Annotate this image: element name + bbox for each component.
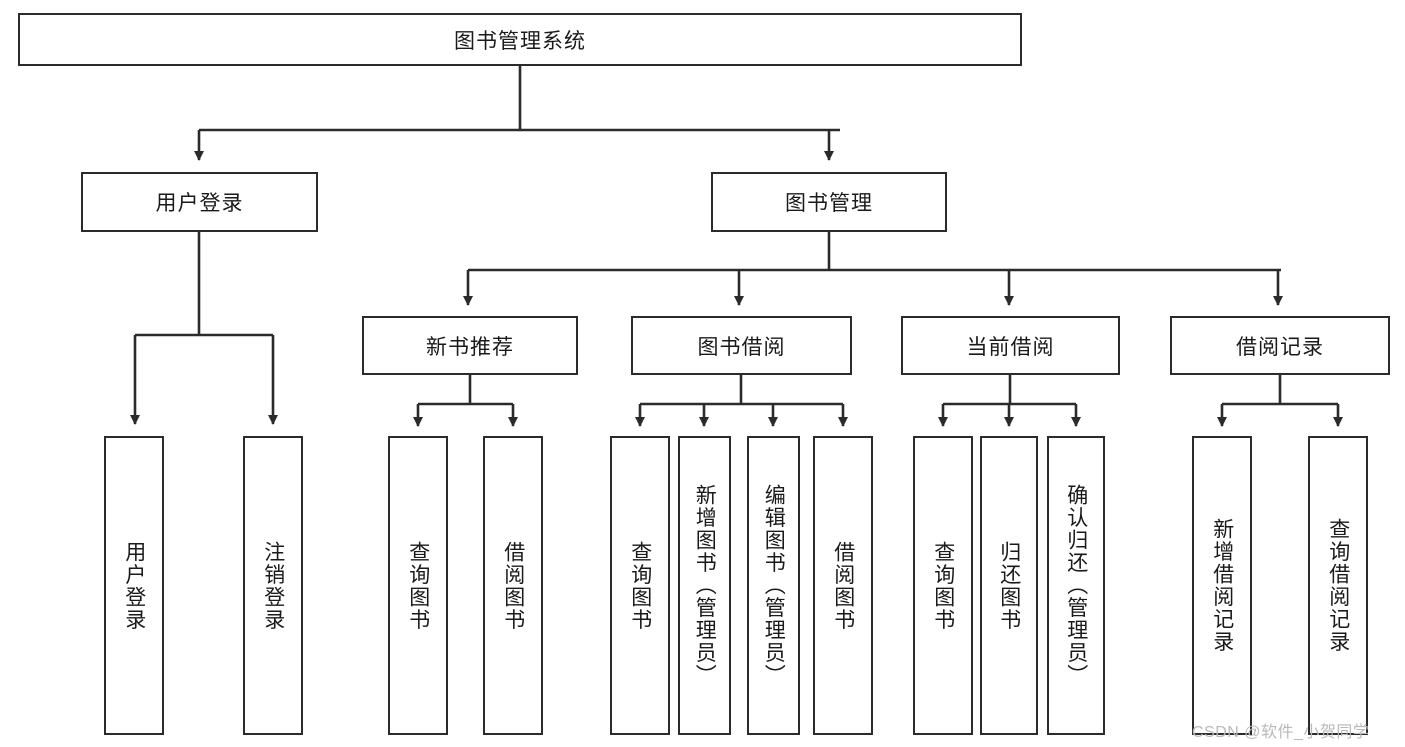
node-user-login[interactable]: 用户登录	[81, 172, 318, 232]
node-borrow-records[interactable]: 借阅记录	[1170, 316, 1390, 375]
leaf-return-book[interactable]: 归还图书	[980, 436, 1038, 735]
leaf-confirm-return-admin-label: 确认归还（管理员）	[1064, 484, 1088, 687]
leaf-query-borrow-record-label: 查询借阅记录	[1326, 518, 1350, 653]
node-root-label: 图书管理系统	[454, 29, 586, 53]
edge-group-current-borrow	[938, 375, 1081, 427]
node-book-management[interactable]: 图书管理	[711, 172, 947, 232]
leaf-logout-label: 注销登录	[261, 540, 285, 631]
leaf-user-login-label: 用户登录	[122, 540, 146, 631]
leaf-return-book-label: 归还图书	[997, 540, 1021, 631]
leaf-add-book-admin-label: 新增图书（管理员）	[693, 484, 717, 687]
edge-group-root	[194, 66, 840, 161]
leaf-query-book-current-label: 查询图书	[931, 540, 955, 631]
edge-group-new-book	[413, 375, 518, 427]
leaf-logout[interactable]: 注销登录	[243, 436, 303, 735]
edge-group-borrow	[635, 375, 848, 427]
leaf-confirm-return-admin[interactable]: 确认归还（管理员）	[1047, 436, 1105, 735]
leaf-borrow-book-label: 借阅图书	[831, 540, 855, 631]
leaf-edit-book-admin-label: 编辑图书（管理员）	[762, 484, 786, 687]
leaf-borrow-book-recommend-label: 借阅图书	[501, 540, 525, 631]
node-new-book-recommend-label: 新书推荐	[426, 335, 514, 359]
edge-group-records	[1217, 375, 1343, 427]
leaf-query-book-borrow-label: 查询图书	[628, 540, 652, 631]
node-user-login-label: 用户登录	[155, 192, 244, 215]
leaf-query-book-recommend[interactable]: 查询图书	[388, 436, 448, 735]
leaf-borrow-book-recommend[interactable]: 借阅图书	[483, 436, 543, 735]
node-current-borrow[interactable]: 当前借阅	[901, 316, 1120, 375]
node-book-borrow-label: 图书借阅	[697, 335, 786, 359]
node-new-book-recommend[interactable]: 新书推荐	[362, 316, 578, 375]
leaf-add-borrow-record-label: 新增借阅记录	[1210, 518, 1234, 653]
csdn-watermark: CSDN @软件_小贺同学	[1192, 724, 1370, 741]
node-current-borrow-label: 当前借阅	[966, 335, 1055, 359]
leaf-borrow-book[interactable]: 借阅图书	[813, 436, 873, 735]
leaf-query-book-current[interactable]: 查询图书	[913, 436, 973, 735]
node-root[interactable]: 图书管理系统	[18, 13, 1022, 66]
leaf-query-borrow-record[interactable]: 查询借阅记录	[1308, 436, 1368, 735]
edge-group-user-login	[130, 232, 278, 425]
leaf-add-book-admin[interactable]: 新增图书（管理员）	[678, 436, 731, 735]
edge-group-book-mgmt	[463, 232, 1283, 306]
leaf-add-borrow-record[interactable]: 新增借阅记录	[1192, 436, 1252, 735]
node-book-borrow[interactable]: 图书借阅	[631, 316, 852, 375]
leaf-user-login[interactable]: 用户登录	[104, 436, 164, 735]
leaf-query-book-borrow[interactable]: 查询图书	[610, 436, 670, 735]
node-borrow-records-label: 借阅记录	[1236, 335, 1324, 359]
leaf-query-book-recommend-label: 查询图书	[406, 540, 430, 631]
node-book-management-label: 图书管理	[785, 192, 873, 215]
leaf-edit-book-admin[interactable]: 编辑图书（管理员）	[747, 436, 800, 735]
